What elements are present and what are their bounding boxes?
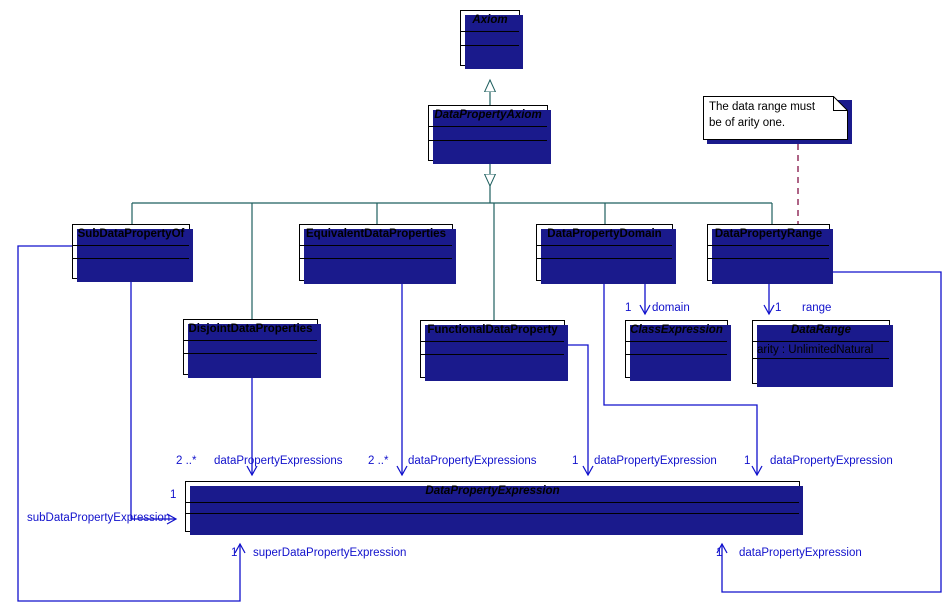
class-name: Axiom xyxy=(461,11,519,32)
class-box-data-property-domain[interactable]: DataPropertyDomain xyxy=(536,224,676,284)
multiplicity-super-data-property-expression: 1 xyxy=(231,547,238,559)
attributes-compartment xyxy=(184,341,317,354)
class-box-disjoint-data-properties[interactable]: DisjointDataProperties xyxy=(183,319,321,378)
operations-compartment xyxy=(753,359,889,382)
attributes-compartment xyxy=(461,32,519,46)
note-line-2: be of arity one. xyxy=(709,116,786,129)
box-shadow xyxy=(77,229,193,282)
box-shadow xyxy=(304,229,456,284)
note-text: The data range must be of arity one. xyxy=(709,100,844,131)
multiplicity-data-property-domain-dpe: 1 xyxy=(744,455,751,467)
class-name: DataPropertyExpression xyxy=(186,482,799,503)
attributes-compartment xyxy=(300,246,452,259)
multiplicity-data-property-range-dpe: 1 xyxy=(716,547,723,559)
operations-compartment xyxy=(186,514,799,533)
note-line-1: The data range must xyxy=(709,101,816,113)
multiplicity-range: 1 xyxy=(775,302,782,314)
box-shadow xyxy=(188,324,321,378)
role-label-super-data-property-expression: superDataPropertyExpression xyxy=(253,547,407,559)
class-box-axiom[interactable]: Axiom xyxy=(460,10,523,69)
class-box-data-property-axiom[interactable]: DataPropertyAxiom xyxy=(428,105,551,164)
role-label-sub-data-property-expression: subDataPropertyExpression xyxy=(27,512,171,524)
attributes-compartment xyxy=(708,246,829,259)
multiplicity-functional-data-property: 1 xyxy=(572,455,579,467)
box-shadow xyxy=(433,110,551,164)
operations-compartment xyxy=(184,354,317,377)
operations-compartment xyxy=(300,259,452,283)
box-shadow xyxy=(425,325,568,381)
operations-compartment xyxy=(73,259,189,281)
class-name: DataRange xyxy=(753,321,889,342)
note-body: The data range must be of arity one. xyxy=(703,96,848,140)
multiplicity-sub-data-property-expression: 1 xyxy=(170,489,177,501)
class-name: DataPropertyAxiom xyxy=(429,106,547,127)
attributes-compartment xyxy=(429,127,547,141)
class-box-data-property-range[interactable]: DataPropertyRange xyxy=(707,224,833,284)
class-box-data-range[interactable]: DataRange arity : UnlimitedNatural xyxy=(752,320,893,387)
box-shadow xyxy=(541,229,676,284)
box-shadow xyxy=(712,229,833,284)
box-shadow xyxy=(630,325,731,381)
class-box-sub-data-property-of[interactable]: SubDataPropertyOf xyxy=(72,224,193,282)
attributes-compartment xyxy=(537,246,672,259)
class-name: FunctionalDataProperty xyxy=(421,321,564,342)
multiplicity-disjoint-data-properties: 2 ..* xyxy=(176,455,197,467)
operations-compartment xyxy=(708,259,829,283)
role-label-data-property-expressions-2: dataPropertyExpressions xyxy=(408,455,537,467)
multiplicity-domain: 1 xyxy=(625,302,632,314)
class-name: DataPropertyRange xyxy=(708,225,829,246)
attributes-compartment xyxy=(626,342,727,355)
class-name: DisjointDataProperties xyxy=(184,320,317,341)
class-box-class-expression[interactable]: ClassExpression xyxy=(625,320,731,381)
generalization-edges xyxy=(131,80,773,320)
operations-compartment xyxy=(429,141,547,163)
class-box-data-property-expression[interactable]: DataPropertyExpression xyxy=(185,481,803,535)
role-label-data-property-expression-1: dataPropertyExpression xyxy=(594,455,717,467)
multiplicity-equivalent-data-properties: 2 ..* xyxy=(368,455,389,467)
role-label-data-property-expressions-1: dataPropertyExpressions xyxy=(214,455,343,467)
class-box-functional-data-property[interactable]: FunctionalDataProperty xyxy=(420,320,568,381)
attributes-compartment xyxy=(73,246,189,259)
class-box-equivalent-data-properties[interactable]: EquivalentDataProperties xyxy=(299,224,456,284)
class-name: ClassExpression xyxy=(626,321,727,342)
role-label-range: range xyxy=(802,302,832,314)
note-outline-icon xyxy=(703,96,848,140)
attribute-arity: arity : UnlimitedNatural xyxy=(753,342,889,360)
role-label-data-property-expression-3: dataPropertyExpression xyxy=(739,547,862,559)
association-edges xyxy=(17,245,942,602)
operations-compartment xyxy=(421,355,564,380)
box-shadow xyxy=(190,486,803,535)
box-shadow xyxy=(757,325,893,387)
note-data-range-arity[interactable]: The data range must be of arity one. xyxy=(703,96,852,144)
role-label-data-property-expression-2: dataPropertyExpression xyxy=(770,455,893,467)
operations-compartment xyxy=(626,355,727,380)
role-label-domain: domain xyxy=(652,302,690,314)
class-name: EquivalentDataProperties xyxy=(300,225,452,246)
attributes-compartment xyxy=(421,342,564,355)
box-shadow xyxy=(465,15,523,69)
operations-compartment xyxy=(537,259,672,283)
attributes-compartment xyxy=(186,503,799,514)
operations-compartment xyxy=(461,46,519,68)
class-name: DataPropertyDomain xyxy=(537,225,672,246)
class-name: SubDataPropertyOf xyxy=(73,225,189,246)
